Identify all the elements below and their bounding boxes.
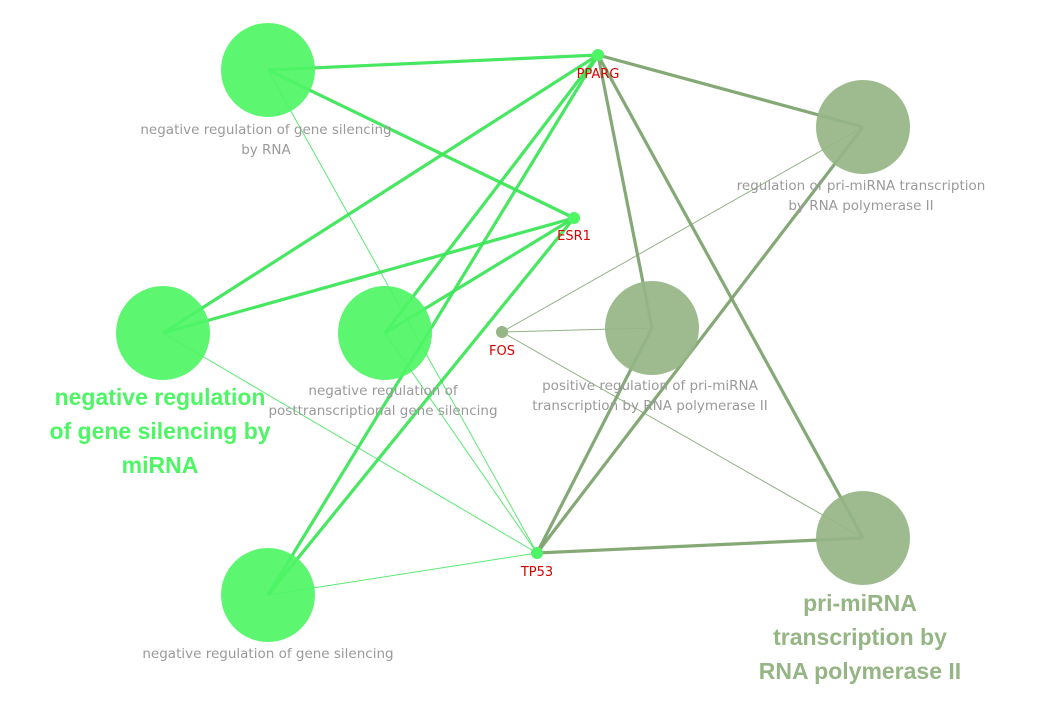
edge-t2-esr1	[162, 216, 575, 335]
gene-label-fos: FOS	[489, 344, 515, 359]
group-title-g1-line2: of gene silencing by	[49, 418, 270, 444]
genes-layer	[496, 49, 604, 559]
labels-layer: negative regulation of gene silencing by …	[49, 67, 985, 684]
gene-label-pparg: PPARG	[577, 67, 620, 82]
group-title-g1-line1: negative regulation	[55, 384, 266, 410]
gene-node-pparg	[592, 49, 604, 61]
edge-t4-pparg	[266, 54, 600, 596]
term-node-t4	[221, 548, 315, 642]
term-label-t5-line2: by RNA polymerase II	[788, 198, 933, 214]
term-node-t5	[816, 80, 910, 174]
edge-t2-tp53	[162, 332, 538, 554]
term-label-t6-line2: transcription by RNA polymerase II	[532, 398, 767, 414]
edge-t1-pparg	[267, 53, 599, 72]
group-title-g2-line1: pri-miRNA	[803, 590, 917, 616]
term-node-t1	[221, 23, 315, 117]
edge-t1-esr1	[267, 68, 575, 220]
edge-t5-tp53	[535, 126, 865, 554]
group-title-g2-line2: transcription by	[773, 624, 947, 650]
terms-layer	[116, 23, 910, 642]
edge-t5-fos	[501, 126, 864, 333]
edge-t7-pparg	[596, 54, 865, 539]
term-node-t7	[816, 491, 910, 585]
term-label-t3-line2: posttranscriptional gene silencing	[268, 403, 497, 419]
term-label-t5-line1: regulation of pri-miRNA transcription	[737, 178, 986, 194]
term-label-t1-line1: negative regulation of gene silencing	[140, 122, 391, 138]
edge-t7-tp53	[536, 536, 864, 555]
group-title-g1-line3: miRNA	[122, 452, 199, 478]
term-label-t4-line1: negative regulation of gene silencing	[142, 646, 393, 662]
gene-node-fos	[496, 326, 508, 338]
term-label-t1-line2: by RNA	[241, 142, 291, 158]
gene-label-tp53: TP53	[520, 565, 553, 580]
edge-t3-pparg	[383, 54, 600, 334]
term-node-t2	[116, 286, 210, 380]
term-label-t6-line1: positive regulation of pri-miRNA	[542, 378, 759, 394]
gene-node-tp53	[531, 547, 543, 559]
gene-node-esr1	[568, 212, 580, 224]
group-title-g2-line3: RNA polymerase II	[759, 658, 961, 684]
edge-t7-fos	[501, 331, 864, 539]
term-label-t3-line1: negative regulation of	[308, 383, 458, 399]
edge-t4-esr1	[266, 216, 576, 597]
gene-label-esr1: ESR1	[557, 229, 591, 244]
term-node-t6	[605, 281, 699, 375]
edge-t2-pparg	[162, 53, 599, 335]
term-node-t3	[338, 286, 432, 380]
